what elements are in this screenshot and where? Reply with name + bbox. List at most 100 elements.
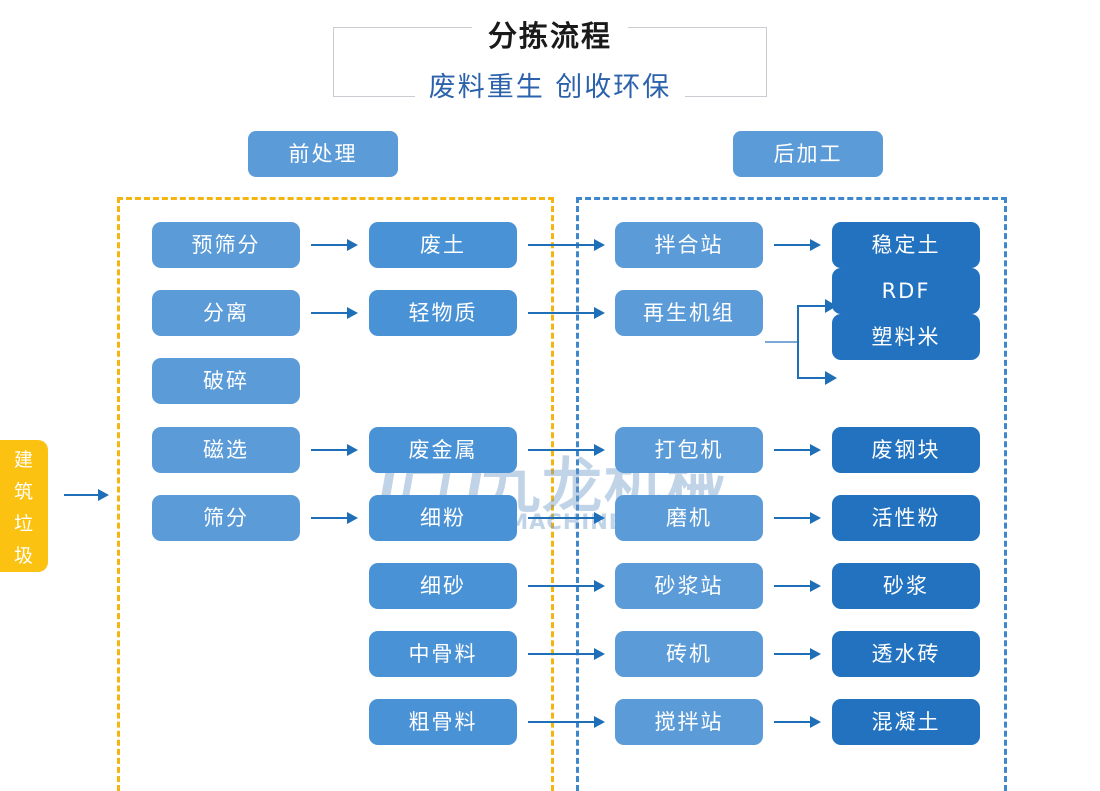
arrow-shaft xyxy=(774,585,811,587)
arrow-head-icon xyxy=(594,239,605,251)
arrow-head-icon xyxy=(594,443,605,456)
node-d-7[interactable]: 混凝土 xyxy=(832,699,980,746)
group-outline-post-processing xyxy=(576,197,1007,791)
arrow-c-to-d-0 xyxy=(774,239,822,251)
node-d-5[interactable]: 砂浆 xyxy=(832,563,980,609)
arrow-shaft xyxy=(311,448,348,451)
arrow-c-to-d-6 xyxy=(774,648,822,661)
page-subtitle: 废料重生 创收环保 xyxy=(0,65,1100,104)
arrow-b-to-c-4 xyxy=(528,511,606,524)
arrow-shaft xyxy=(774,516,811,519)
input-char-2: 垃 xyxy=(13,513,34,535)
arrow-b-to-c-6 xyxy=(528,648,606,661)
arrow-head-icon xyxy=(594,716,605,729)
arrow-shaft xyxy=(311,312,348,315)
arrow-shaft xyxy=(774,653,811,656)
input-construction-waste: 建 筑 垃 圾 xyxy=(0,440,48,572)
arrow-a-to-b-4 xyxy=(311,511,359,524)
arrow-head-icon xyxy=(594,307,605,320)
arrow-head-icon xyxy=(347,511,358,524)
arrow-shaft xyxy=(774,721,811,724)
arrow-shaft xyxy=(311,244,348,246)
arrow-input-to-pre-processing xyxy=(64,489,110,501)
arrow-shaft xyxy=(64,494,99,496)
node-c-5[interactable]: 砂浆站 xyxy=(615,563,763,609)
arrow-b-to-c-7 xyxy=(528,716,606,729)
node-b-4[interactable]: 细粉 xyxy=(369,494,517,541)
node-b-3[interactable]: 废金属 xyxy=(369,426,517,473)
arrow-shaft xyxy=(528,516,595,519)
fork-branch-up xyxy=(797,305,831,307)
input-char-1: 筑 xyxy=(13,481,34,503)
node-c-0[interactable]: 拌合站 xyxy=(615,222,763,268)
node-d-1[interactable]: RDF xyxy=(832,268,980,315)
node-c-6[interactable]: 砖机 xyxy=(615,631,763,678)
node-c-4[interactable]: 磨机 xyxy=(615,494,763,541)
arrow-c-to-d-4 xyxy=(774,511,822,524)
arrow-shaft xyxy=(528,244,595,246)
arrow-a-to-b-1 xyxy=(311,307,359,320)
arrow-head-icon xyxy=(347,239,358,251)
arrow-shaft xyxy=(528,653,595,656)
arrow-head-icon xyxy=(98,489,109,501)
arrow-shaft xyxy=(311,516,348,519)
arrow-c-to-d-5 xyxy=(774,580,822,592)
arrow-c-to-d-7 xyxy=(774,716,822,729)
arrow-shaft xyxy=(528,585,595,587)
group-outline-pre-processing xyxy=(117,197,554,791)
arrow-head-icon xyxy=(810,716,821,729)
node-b-6[interactable]: 中骨料 xyxy=(369,631,517,678)
section-header-post-processing: 后加工 xyxy=(733,131,883,177)
arrow-head-icon xyxy=(594,648,605,661)
arrow-shaft xyxy=(528,721,595,724)
arrow-head-icon xyxy=(347,443,358,456)
arrow-shaft xyxy=(528,312,595,315)
node-c-1[interactable]: 再生机组 xyxy=(615,290,763,337)
page-title: 分拣流程 xyxy=(0,13,1100,55)
node-d-3[interactable]: 废钢块 xyxy=(832,426,980,473)
node-a-0[interactable]: 预筛分 xyxy=(152,222,300,268)
arrow-head-icon xyxy=(810,443,821,456)
arrow-b-to-c-3 xyxy=(528,443,606,456)
node-a-4[interactable]: 筛分 xyxy=(152,494,300,541)
node-c-7[interactable]: 搅拌站 xyxy=(615,699,763,746)
input-char-3: 圾 xyxy=(13,545,34,567)
fork-stem xyxy=(765,341,798,343)
node-b-5[interactable]: 细砂 xyxy=(369,563,517,609)
arrow-head-icon xyxy=(810,239,821,251)
node-b-0[interactable]: 废土 xyxy=(369,222,517,268)
arrow-head-icon xyxy=(347,307,358,320)
section-header-pre-processing: 前处理 xyxy=(248,131,398,177)
node-d-6[interactable]: 透水砖 xyxy=(832,631,980,678)
page-subtitle-text: 废料重生 创收环保 xyxy=(414,72,686,103)
node-a-1[interactable]: 分离 xyxy=(152,290,300,337)
node-a-3[interactable]: 磁选 xyxy=(152,426,300,473)
arrow-shaft xyxy=(528,448,595,451)
arrow-b-to-c-0 xyxy=(528,239,606,251)
node-b-7[interactable]: 粗骨料 xyxy=(369,699,517,746)
arrow-a-to-b-0 xyxy=(311,239,359,251)
fork-connector-recycling-unit xyxy=(765,299,837,385)
arrow-c-to-d-3 xyxy=(774,443,822,456)
arrow-head-icon xyxy=(810,511,821,524)
fork-arrowhead-down xyxy=(825,371,837,385)
arrow-shaft xyxy=(774,244,811,246)
node-d2-1[interactable]: 塑料米 xyxy=(832,314,980,361)
arrow-shaft xyxy=(774,448,811,451)
input-char-0: 建 xyxy=(13,449,34,471)
page-title-text: 分拣流程 xyxy=(471,19,628,53)
arrow-head-icon xyxy=(810,648,821,661)
arrow-a-to-b-3 xyxy=(311,443,359,456)
fork-spine xyxy=(797,305,799,379)
node-c-3[interactable]: 打包机 xyxy=(615,426,763,473)
arrow-b-to-c-5 xyxy=(528,580,606,592)
arrow-head-icon xyxy=(594,511,605,524)
arrow-head-icon xyxy=(594,580,605,592)
node-d-0[interactable]: 稳定土 xyxy=(832,222,980,268)
node-b-1[interactable]: 轻物质 xyxy=(369,290,517,337)
node-d-4[interactable]: 活性粉 xyxy=(832,494,980,541)
fork-branch-down xyxy=(797,377,831,379)
arrow-b-to-c-1 xyxy=(528,307,606,320)
node-a-2[interactable]: 破碎 xyxy=(152,358,300,405)
